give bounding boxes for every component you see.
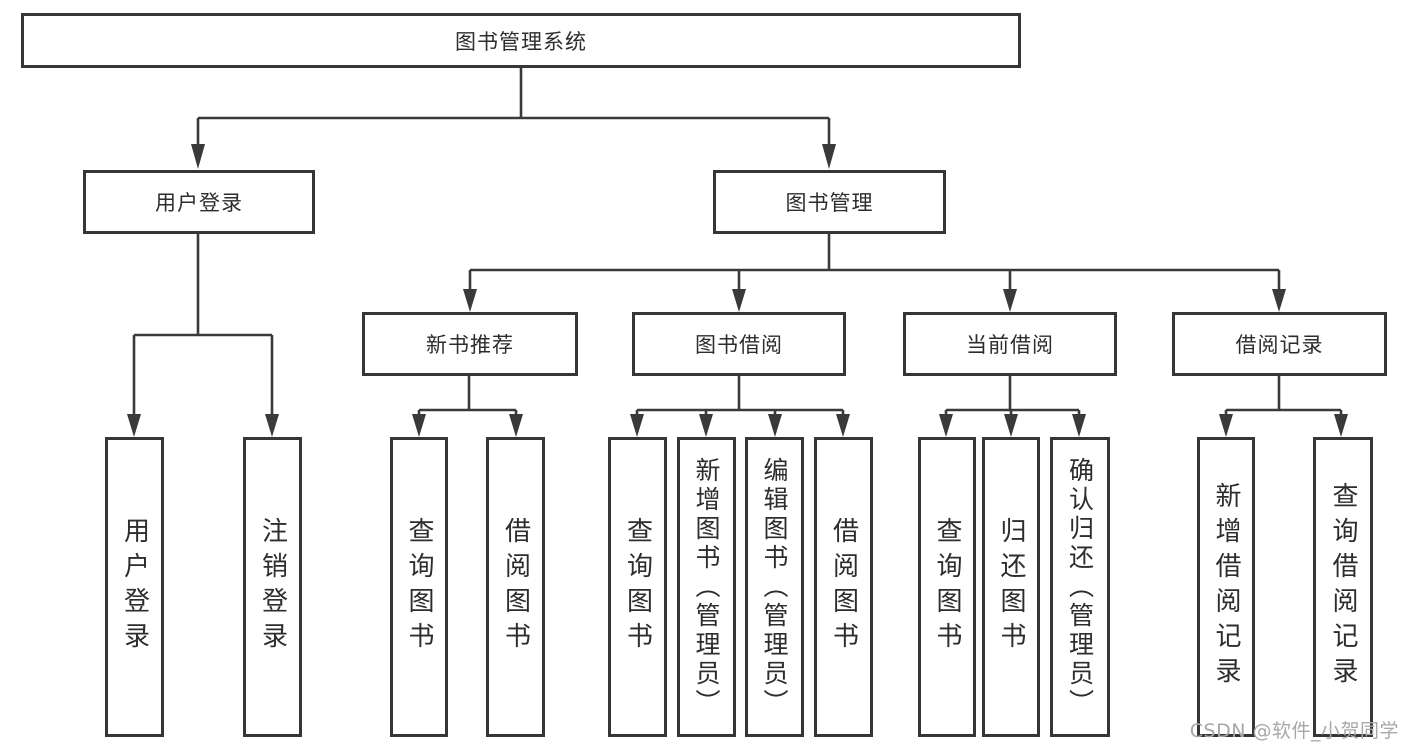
node-label: 图书借阅 xyxy=(695,333,783,357)
node-label: 当前借阅 xyxy=(966,333,1054,357)
leaf-add-borrow-record: 新增借阅记录 xyxy=(1197,437,1255,737)
node-book-borrow: 图书借阅 xyxy=(632,312,846,376)
node-label: 借阅图书 xyxy=(500,517,531,657)
leaf-query-books-current: 查询图书 xyxy=(918,437,976,737)
leaf-query-books-borrow: 查询图书 xyxy=(608,437,667,737)
node-label: 借阅图书 xyxy=(828,517,859,657)
node-label: 图书管理 xyxy=(785,191,874,215)
node-label: 注销登录 xyxy=(257,517,288,657)
node-label: 新书推荐 xyxy=(426,333,514,357)
node-label: 用户登录 xyxy=(155,191,243,215)
node-label: 新增图书（管理员） xyxy=(692,456,721,718)
node-root-library-system: 图书管理系统 xyxy=(21,13,1021,68)
node-label: 图书管理系统 xyxy=(455,29,587,54)
node-book-management: 图书管理 xyxy=(713,170,946,234)
leaf-borrow-books: 借阅图书 xyxy=(814,437,873,737)
node-label: 新增借阅记录 xyxy=(1211,482,1241,692)
node-label: 借阅记录 xyxy=(1235,333,1324,357)
csdn-watermark: CSDN @软件_小贺同学 xyxy=(1189,720,1399,742)
leaf-logout: 注销登录 xyxy=(243,437,302,737)
node-current-borrow: 当前借阅 xyxy=(903,312,1117,376)
leaf-query-borrow-record: 查询借阅记录 xyxy=(1313,437,1373,737)
node-borrow-records: 借阅记录 xyxy=(1172,312,1387,376)
leaf-query-books-recommend: 查询图书 xyxy=(390,437,448,737)
node-label: 确认归还（管理员） xyxy=(1065,456,1095,718)
leaf-add-books-admin: 新增图书（管理员） xyxy=(677,437,736,737)
node-label: 查询图书 xyxy=(932,517,962,657)
leaf-return-books: 归还图书 xyxy=(982,437,1040,737)
node-label: 查询借阅记录 xyxy=(1328,482,1358,692)
node-label: 用户登录 xyxy=(119,517,150,657)
node-label: 归还图书 xyxy=(996,517,1026,657)
leaf-confirm-return-admin: 确认归还（管理员） xyxy=(1050,437,1110,737)
node-label: 编辑图书（管理员） xyxy=(760,456,789,718)
node-label: 查询图书 xyxy=(404,517,434,657)
leaf-user-login: 用户登录 xyxy=(105,437,164,737)
node-new-book-recommend: 新书推荐 xyxy=(362,312,578,376)
arrowheads xyxy=(127,144,1348,437)
node-user-login: 用户登录 xyxy=(83,170,315,234)
leaf-borrow-books-recommend: 借阅图书 xyxy=(486,437,545,737)
node-label: 查询图书 xyxy=(622,517,653,657)
leaf-edit-books-admin: 编辑图书（管理员） xyxy=(745,437,804,737)
connector-path xyxy=(132,68,1343,418)
